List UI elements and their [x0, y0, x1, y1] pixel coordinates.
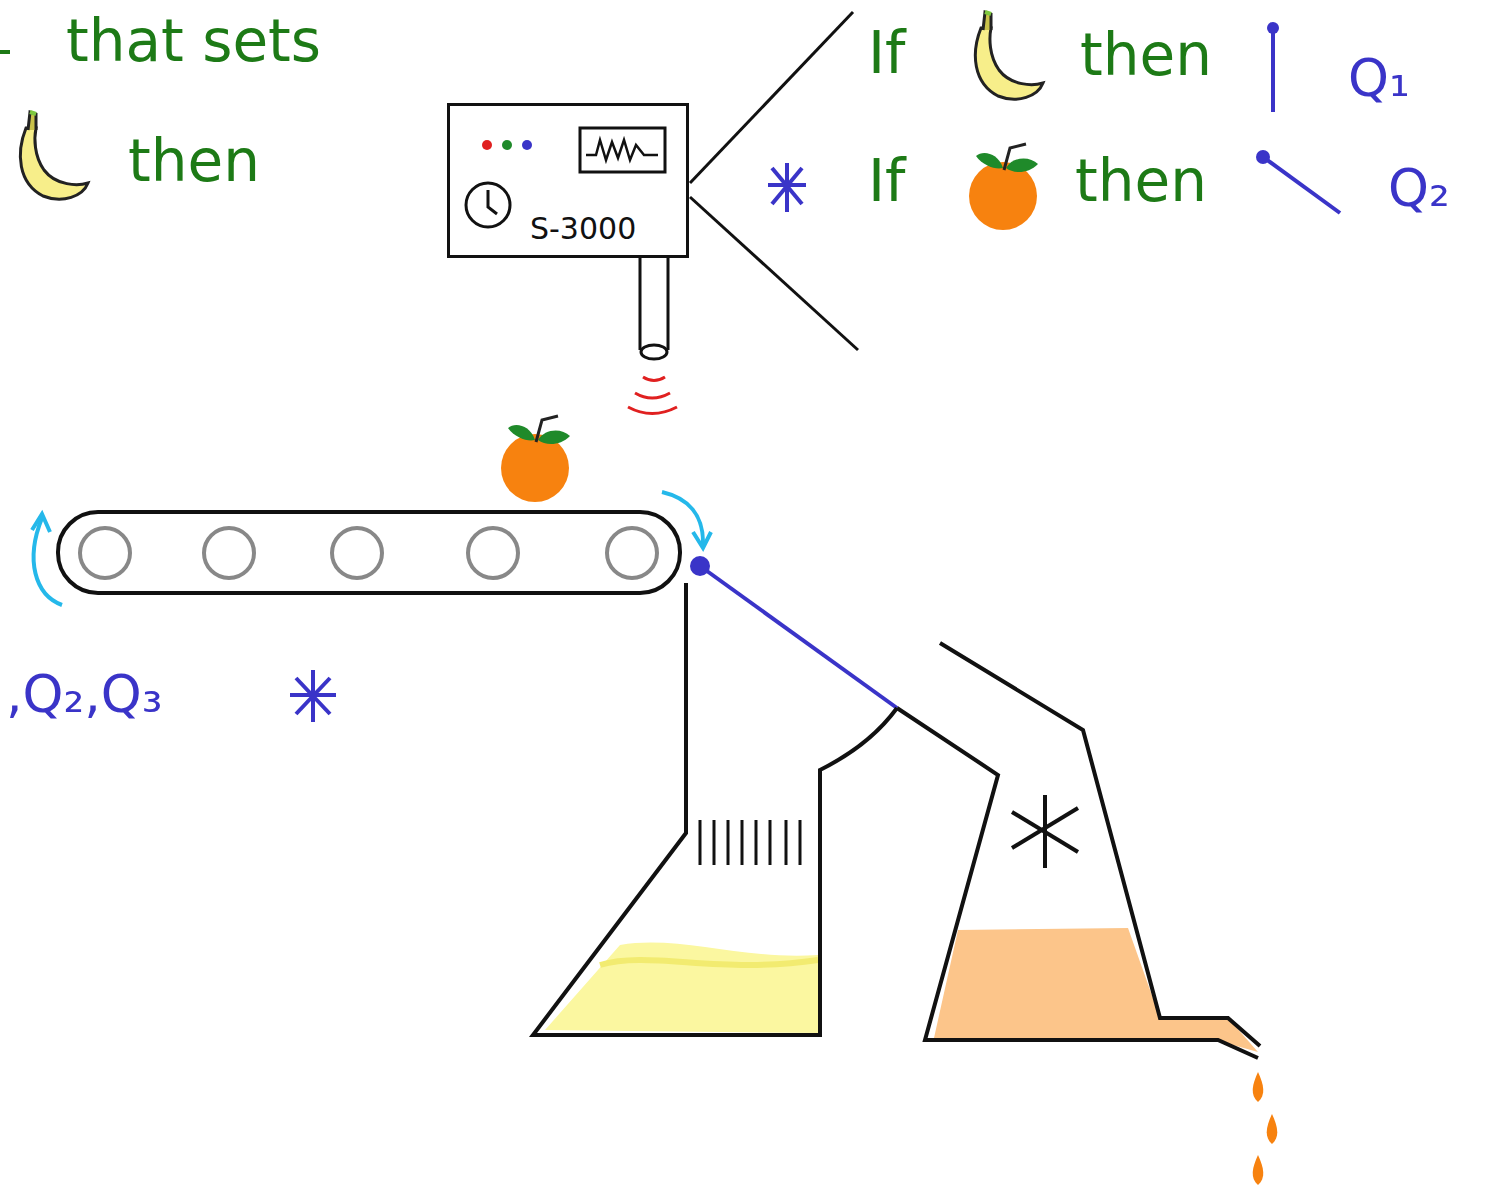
handwritten-note: then	[128, 132, 260, 190]
machine-box: S-3000	[447, 103, 689, 258]
rule-text: then	[1075, 152, 1207, 210]
rule-text: If	[868, 24, 906, 82]
rule-text: then	[1080, 26, 1212, 84]
orange-icon	[969, 144, 1038, 230]
output-name: Q₂	[1388, 162, 1450, 214]
rule-text: If	[868, 152, 906, 210]
handwritten-note: that sets	[66, 12, 321, 70]
output-name: Q₁	[1348, 52, 1410, 104]
machine-name: S-3000	[530, 211, 636, 246]
output-list: ,Q₂,Q₃	[6, 668, 163, 720]
cut-dash	[0, 50, 10, 54]
banana-icon	[20, 112, 88, 199]
banana-icon	[975, 12, 1043, 99]
orange-fruit	[501, 416, 570, 502]
